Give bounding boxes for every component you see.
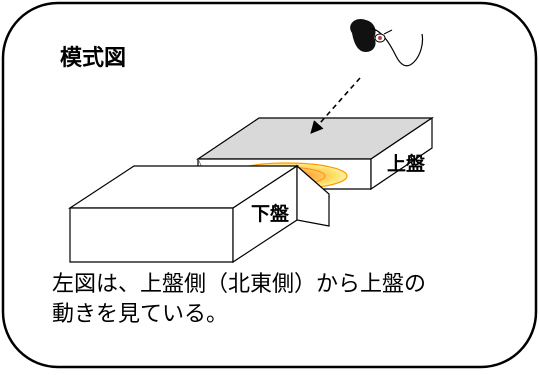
eye-observer-icon (350, 18, 424, 67)
hanging-wall-label: 上盤 (387, 152, 426, 175)
caption-line-2: 動きを見ている。 (52, 302, 229, 327)
fault-face (296, 164, 330, 227)
hanging-wall-side (370, 116, 433, 191)
footwall-label: 下盤 (251, 202, 290, 225)
footwall-block (67, 164, 330, 264)
view-direction-arrow (310, 77, 361, 134)
diagram-title: 模式図 (60, 46, 127, 71)
caption: 左図は、上盤側（北東側）から上盤の 動きを見ている。 (52, 270, 522, 330)
caption-line-1: 左図は、上盤側（北東側）から上盤の (52, 272, 427, 297)
footwall-front (69, 207, 234, 263)
